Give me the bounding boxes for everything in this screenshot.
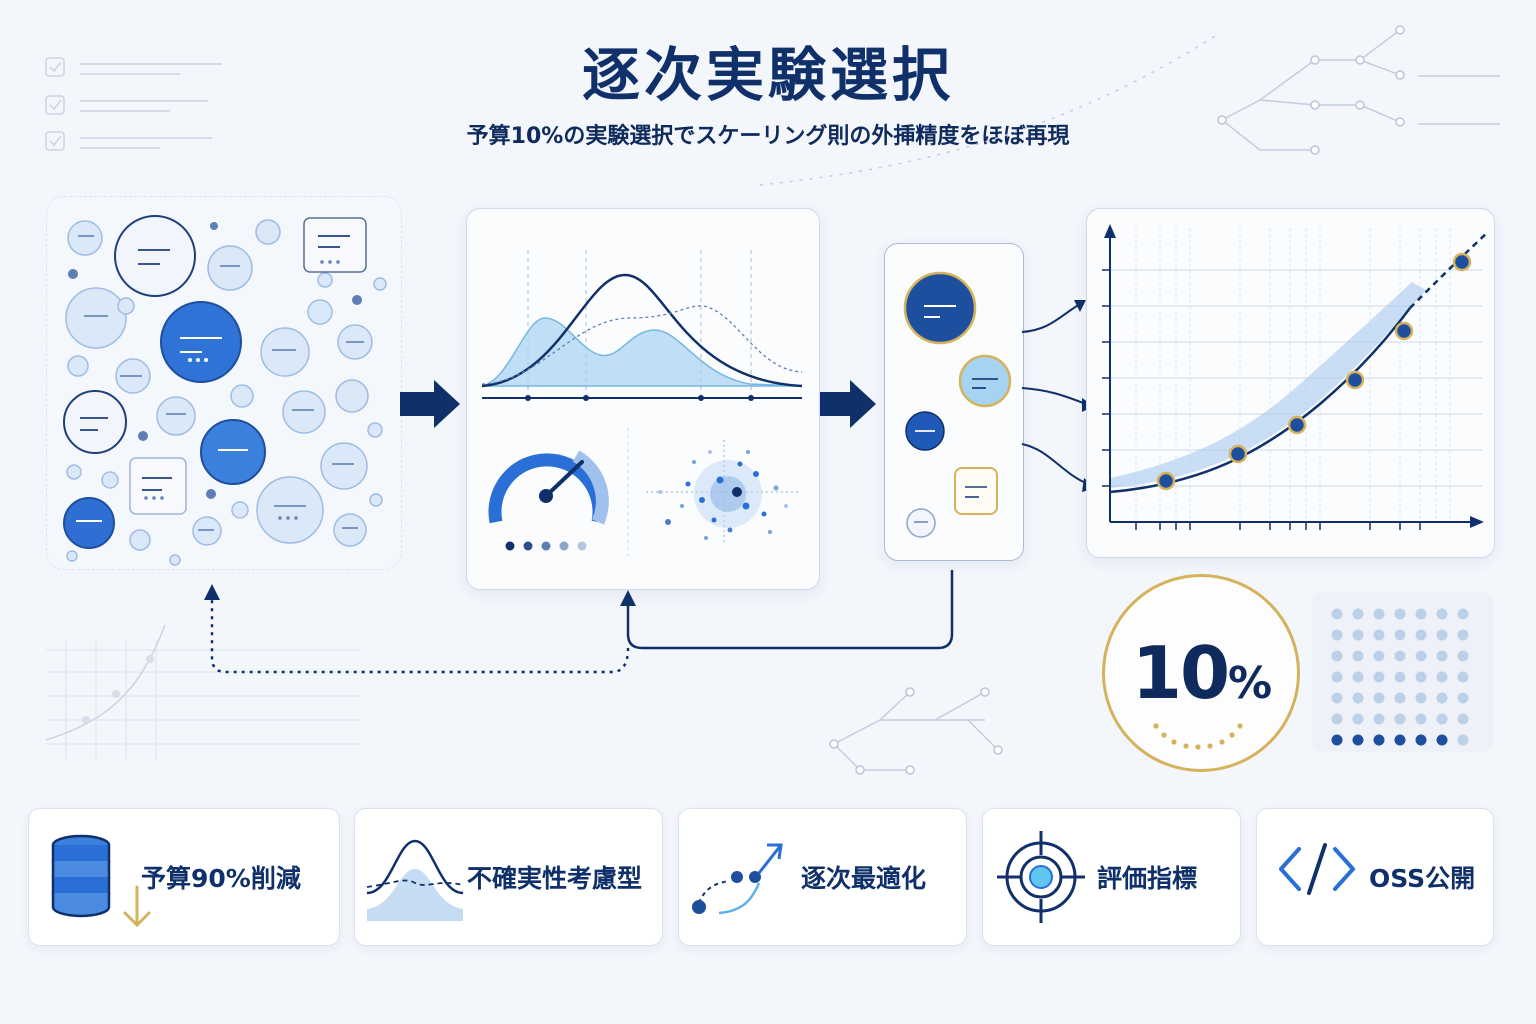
matrix-dot (1352, 608, 1364, 620)
matrix-dot (1331, 713, 1343, 725)
target-icon (997, 831, 1085, 923)
matrix-dot (1331, 692, 1343, 704)
feature-label-metrics: 評価指標 (1097, 864, 1198, 893)
matrix-dot (1415, 713, 1427, 725)
feature-label-uncertainty: 不確実性考慮型 (467, 864, 643, 893)
matrix-dot (1415, 650, 1427, 662)
matrix-dot (1394, 692, 1406, 704)
matrix-dot (1436, 734, 1448, 746)
page-subtitle: 予算10%の実験選択でスケーリング則の外挿精度をほぼ再現 (466, 124, 1070, 149)
matrix-dot (1457, 671, 1469, 683)
feature-card-budget: 予算90%削減 (28, 808, 340, 946)
code-brackets-icon (1279, 843, 1355, 895)
matrix-dot (1352, 713, 1364, 725)
matrix-dot (1352, 650, 1364, 662)
budget-percent-badge: 10% (1102, 574, 1300, 772)
matrix-dot (1394, 629, 1406, 641)
matrix-dot (1394, 608, 1406, 620)
matrix-dot (1352, 671, 1364, 683)
matrix-dot (1373, 734, 1385, 746)
feature-label-sequential: 逐次最適化 (801, 864, 927, 893)
feature-card-oss: OSS公開 (1256, 808, 1494, 946)
matrix-dot (1457, 650, 1469, 662)
matrix-dot (1352, 629, 1364, 641)
feature-label-budget: 予算90%削減 (141, 864, 301, 893)
feature-card-metrics: 評価指標 (982, 808, 1241, 946)
matrix-dot (1373, 629, 1385, 641)
feature-card-uncertainty: 不確実性考慮型 (354, 808, 663, 946)
distribution-curve-icon (366, 839, 464, 921)
matrix-dot (1331, 671, 1343, 683)
matrix-dot (1436, 650, 1448, 662)
matrix-dot (1436, 671, 1448, 683)
matrix-dot (1394, 734, 1406, 746)
matrix-dot (1436, 629, 1448, 641)
budget-percent-value: 10% (1131, 631, 1272, 715)
matrix-dot (1457, 713, 1469, 725)
matrix-dot (1415, 692, 1427, 704)
matrix-dot (1415, 608, 1427, 620)
matrix-dot (1415, 671, 1427, 683)
matrix-dot (1394, 713, 1406, 725)
matrix-dot (1415, 734, 1427, 746)
matrix-dot (1457, 734, 1469, 746)
matrix-dot (1436, 608, 1448, 620)
matrix-dot (1373, 650, 1385, 662)
matrix-dot (1436, 692, 1448, 704)
matrix-dot (1394, 650, 1406, 662)
matrix-dot (1394, 671, 1406, 683)
matrix-dot (1457, 608, 1469, 620)
feature-card-sequential: 逐次最適化 (678, 808, 967, 946)
matrix-dot (1352, 734, 1364, 746)
matrix-dot (1352, 692, 1364, 704)
matrix-dot (1373, 608, 1385, 620)
feature-label-oss: OSS公開 (1369, 864, 1476, 893)
matrix-dot (1373, 692, 1385, 704)
database-down-icon (51, 834, 151, 928)
matrix-dot (1415, 629, 1427, 641)
matrix-dot (1331, 608, 1343, 620)
matrix-dot (1457, 629, 1469, 641)
matrix-dot (1331, 629, 1343, 641)
page-title: 逐次実験選択 (581, 41, 954, 109)
matrix-dot (1331, 650, 1343, 662)
matrix-dot (1373, 713, 1385, 725)
matrix-dot (1331, 734, 1343, 746)
sequential-steps-icon (692, 843, 783, 915)
matrix-dot (1373, 671, 1385, 683)
matrix-dot (1436, 713, 1448, 725)
matrix-dot (1457, 692, 1469, 704)
